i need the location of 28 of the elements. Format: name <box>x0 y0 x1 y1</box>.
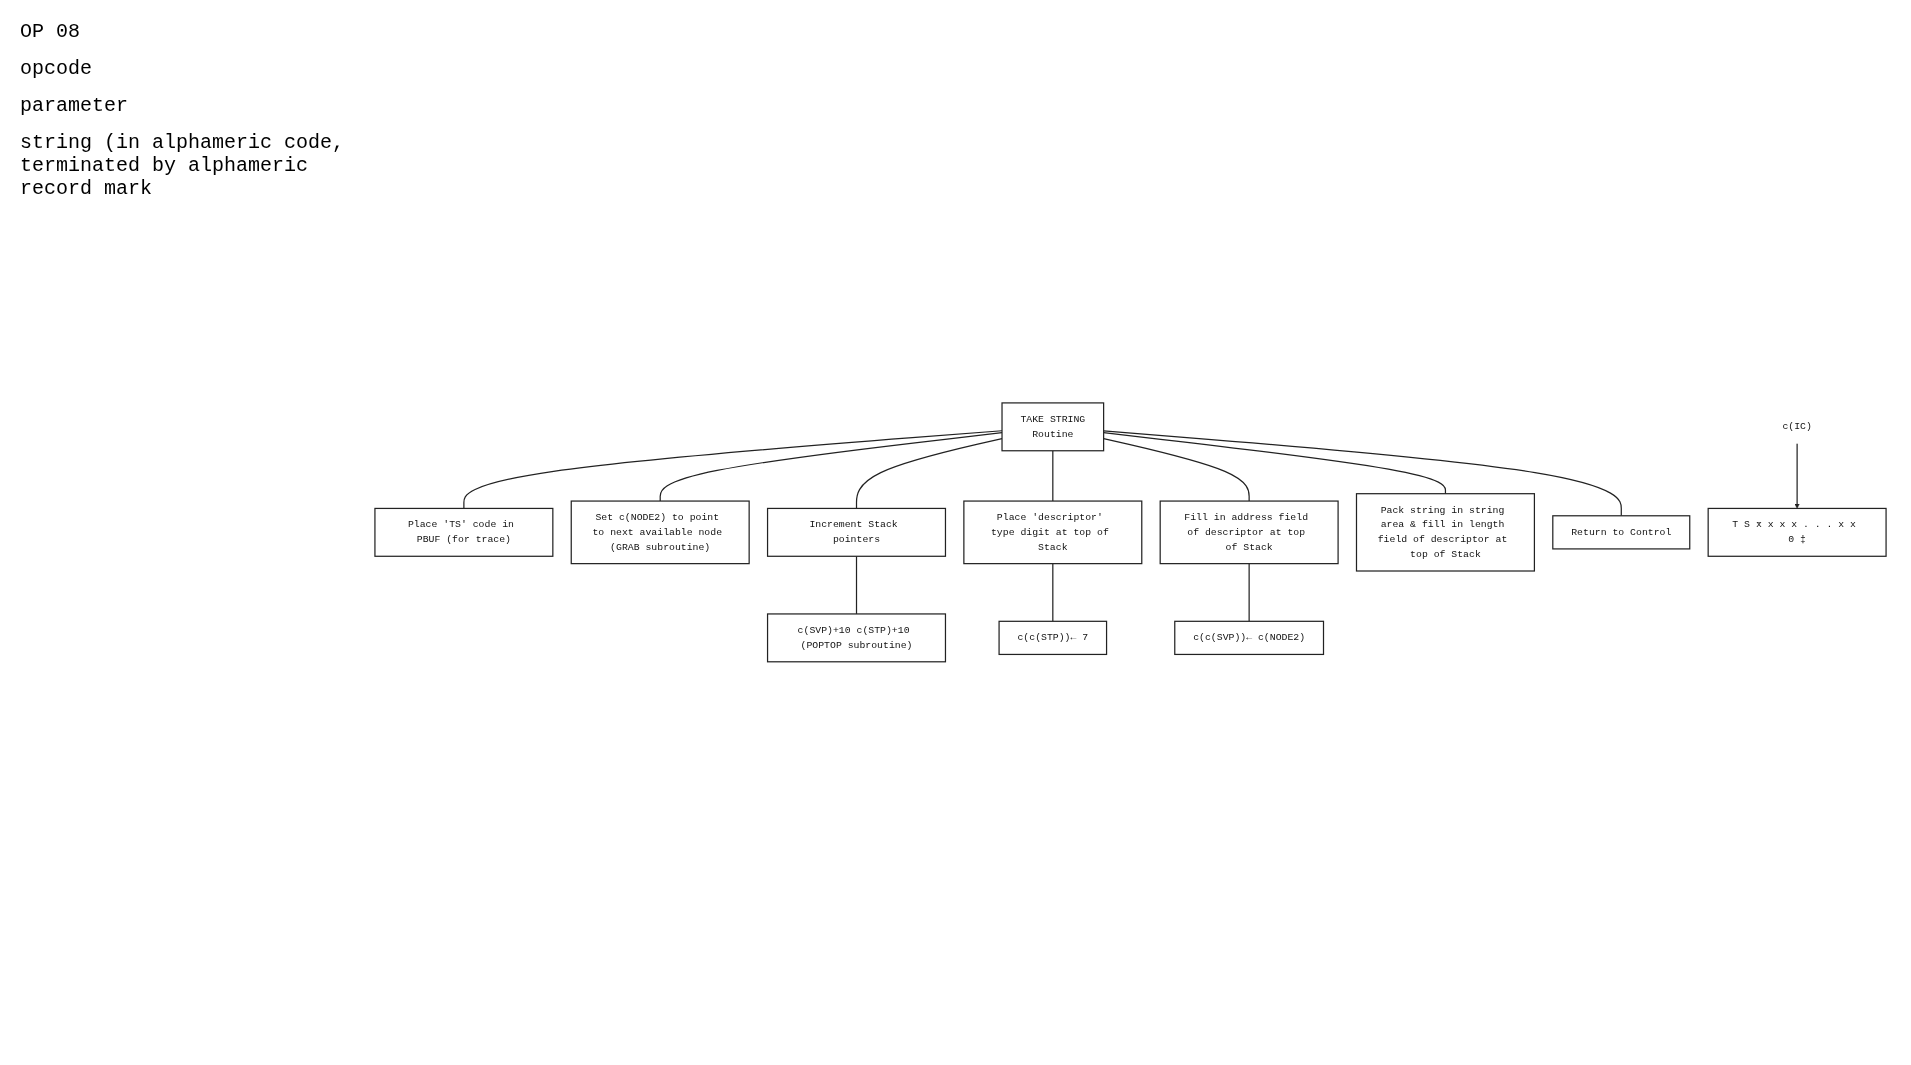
connector <box>1103 438 1250 502</box>
note-text: OP 08 <box>20 20 81 43</box>
connector <box>1103 430 1622 517</box>
node-box: Place 'descriptor' type digit at top of Stack <box>963 500 1143 565</box>
connector <box>1052 450 1054 502</box>
node-box: c(c(STP))← 7 <box>998 620 1108 656</box>
connector <box>1052 563 1054 623</box>
node-box: T S x̄ x x x . . . x x 0 ‡ <box>1707 507 1887 558</box>
node-box: Fill in address field of descriptor at top of Stack <box>1159 500 1339 565</box>
note-text: string (in alphameric code, terminated by alphameric record mark <box>20 131 346 200</box>
node-box: Pack string in string area & fill in length field of descriptor at top of Stack <box>1355 493 1535 572</box>
connector <box>855 438 1003 510</box>
node-text: c(IC) <box>1782 421 1812 433</box>
connector <box>659 432 1003 502</box>
note-text: opcode <box>20 57 93 80</box>
node-box: Place 'TS' code in PBUF (for trace) <box>374 507 554 558</box>
node-box: Set c(NODE2) to point to next available node (GRAB subroutine) <box>570 500 750 565</box>
node-box: c(SVP)+10 c(STP)+10 (POPTOP subroutine) <box>766 613 947 663</box>
node-box: c(c(SVP))← c(NODE2) <box>1174 620 1325 656</box>
node-box: TAKE STRING Routine <box>1001 402 1105 452</box>
node-box: Return to Control <box>1552 515 1691 550</box>
connector <box>855 555 858 615</box>
arrow <box>1794 442 1800 509</box>
connector <box>1103 432 1447 495</box>
node-box: Increment Stack pointers <box>766 507 947 558</box>
note-text: parameter <box>20 94 130 117</box>
connector <box>463 430 1003 510</box>
connector <box>1248 563 1250 623</box>
